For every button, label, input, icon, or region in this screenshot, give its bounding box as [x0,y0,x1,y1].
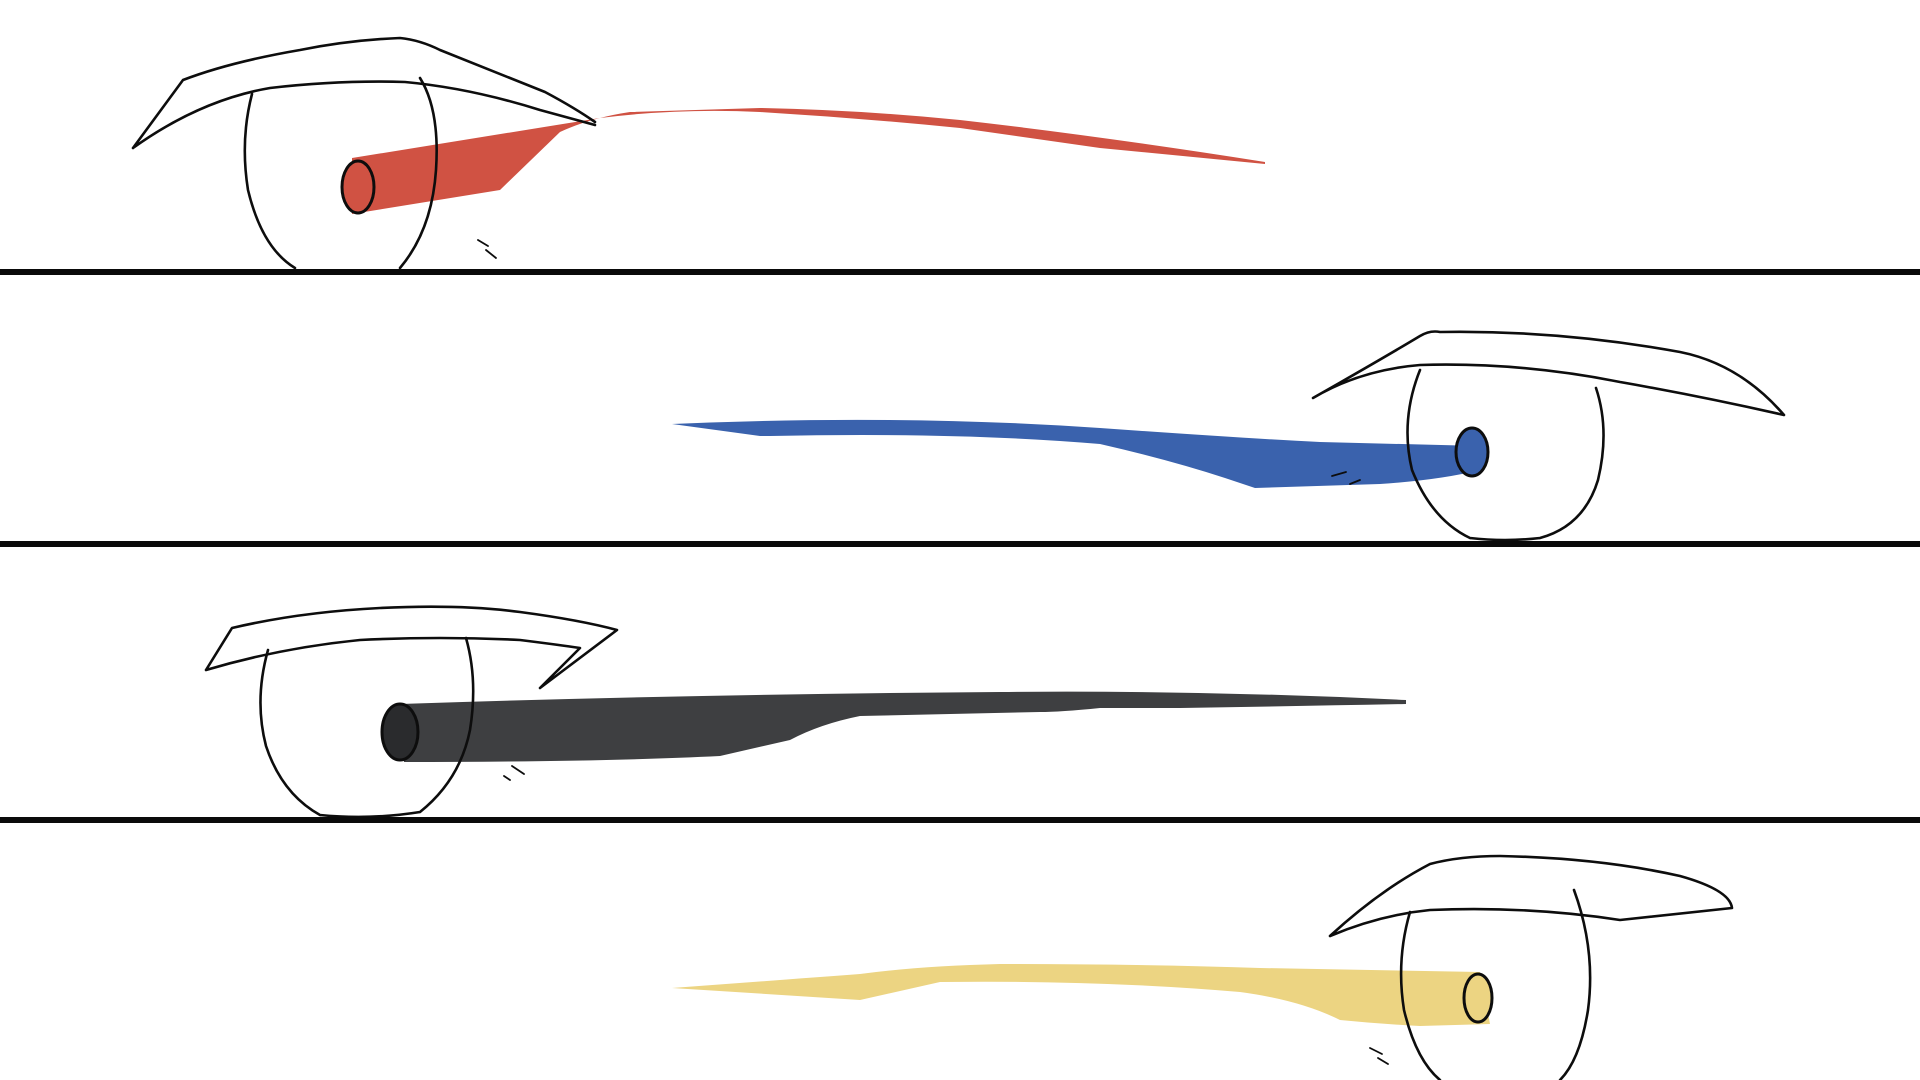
panel-3-pupil [380,702,420,762]
panel-3-eyelid [204,605,619,690]
panel-4-eyelid [1328,854,1734,938]
panel-3-eyeball [259,636,475,819]
panel-2-eye [672,330,1786,542]
panel-4-color-streak [672,964,1490,1026]
panel-4-shine-marks [1369,1047,1389,1065]
panel-1-color-streak [352,108,1265,214]
panel-2-eyeball [1406,368,1605,542]
panel-1-eyelid [131,36,597,150]
panel-4-eye [672,854,1734,1080]
panel-1-pupil [340,159,376,215]
panel-2-color-streak [672,419,1480,488]
panel-2-shine-marks [1331,471,1361,485]
panel-3-eye [204,605,1406,819]
panel-4-pupil [1462,972,1494,1024]
panel-1-eyeball [243,76,438,270]
panel-4-eyeball [1399,888,1592,1080]
panel-1-shine-marks [477,239,497,259]
panel-3-color-streak [400,691,1406,762]
panel-2-pupil [1454,426,1490,478]
panel-2-eyelid [1311,330,1786,417]
panel-1-eye [131,36,1265,270]
panel-3-shine-marks [503,765,525,781]
